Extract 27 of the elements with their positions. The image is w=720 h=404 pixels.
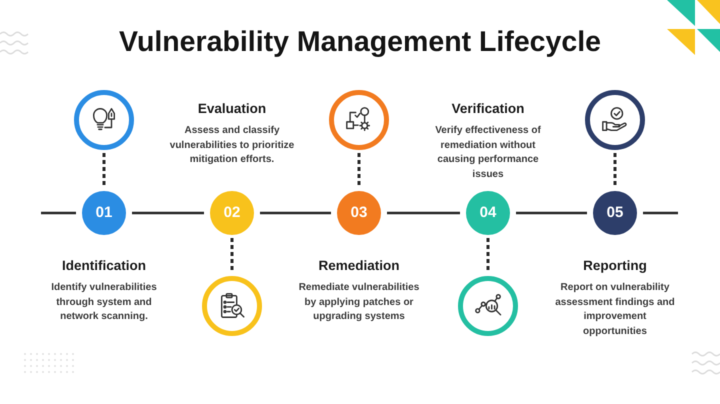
step-marker: 03 [337,191,381,235]
timeline-line [260,212,331,214]
step-title: Identification [62,258,146,274]
step-title: Verification [452,101,524,117]
timeline-line [132,212,204,214]
step-description: Remediate vulnerabilities by applying patches or upgrading systems [298,281,420,324]
dashed-line [486,238,490,273]
dashed-line [614,153,616,188]
step-description: Verify effectiveness of remediation without causing performance issues [434,124,542,182]
step-marker: 01 [82,191,126,235]
dashed-line [102,153,106,188]
timeline-line [516,212,587,214]
step-description: Identify vulnerabilities through system and network scanning. [50,281,158,324]
step-description: Report on vulnerability assessment findings and improvement opportunities [554,281,676,339]
step-title: Reporting [583,258,647,274]
step-title: Evaluation [198,101,266,117]
page-title: Vulnerability Management Lifecycle [119,26,601,59]
step-marker: 04 [466,191,510,235]
dashed-line [358,153,360,188]
step-marker: 02 [210,191,254,235]
step-marker: 05 [593,191,637,235]
step-description: Assess and classify vulnerabilities to prioritize mitigation efforts. [168,124,296,168]
step-title: Remediation [318,258,400,274]
timeline-line [41,212,76,214]
timeline-line [387,212,460,214]
dashed-line [230,238,234,273]
timeline-line [643,212,678,214]
